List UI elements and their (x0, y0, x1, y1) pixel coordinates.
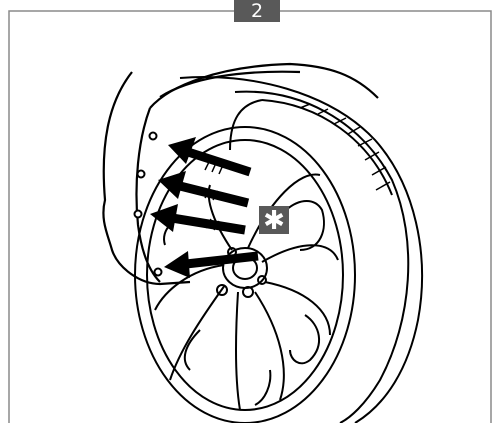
clip-icon (136, 169, 146, 179)
asterisk-callout: ✱ (259, 206, 289, 236)
removal-arrows (150, 137, 259, 278)
arrow-left-icon (158, 171, 250, 208)
arrow-left-icon (164, 251, 259, 278)
wheel-arch-liner (102, 62, 379, 286)
arrow-left-icon (168, 137, 252, 177)
clip-icon (133, 209, 143, 219)
step-number-badge: 2 (234, 0, 280, 22)
panel-border (8, 10, 492, 423)
liner-clips (133, 131, 163, 277)
clip-icon (148, 131, 158, 141)
clip-icon (153, 267, 163, 277)
arrow-left-icon (150, 204, 246, 235)
wheel-rim (134, 126, 356, 423)
